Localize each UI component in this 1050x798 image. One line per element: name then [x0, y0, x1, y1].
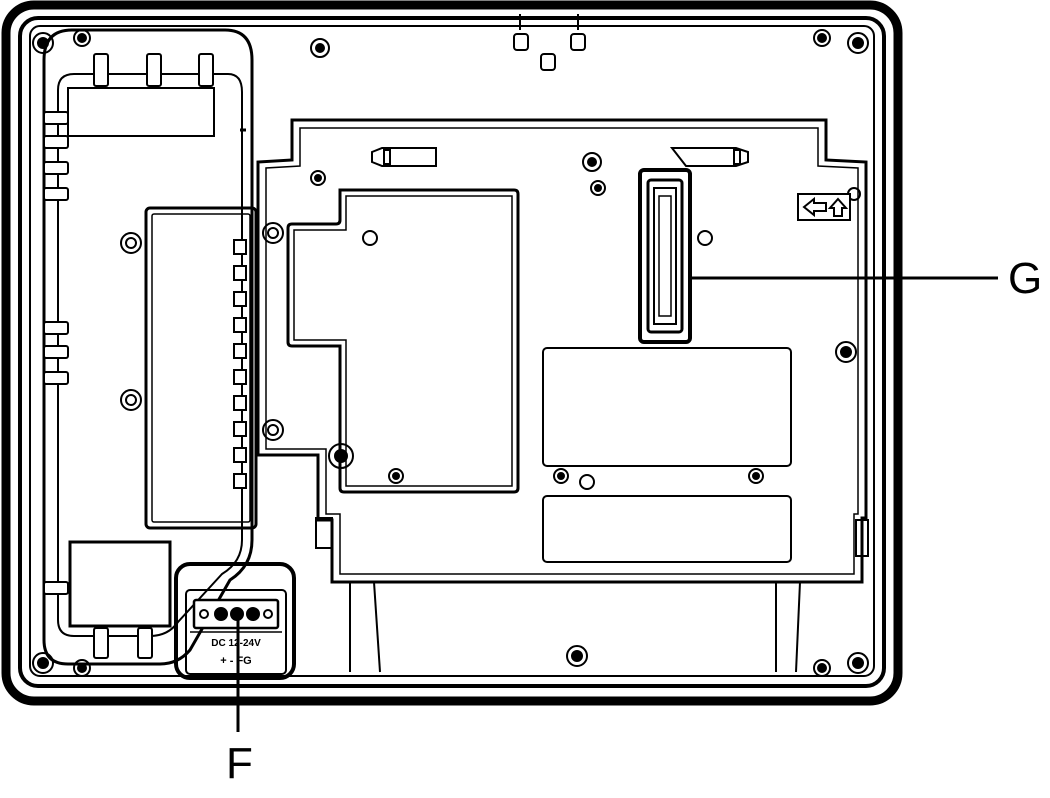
top-clips	[513, 14, 586, 71]
power-terminal-block	[174, 562, 296, 680]
corner-screw-icon	[847, 652, 869, 674]
label-area-upper	[542, 347, 792, 467]
left-side-tabs	[43, 111, 69, 595]
screw-icon	[553, 468, 569, 484]
cover-edge-teeth	[233, 239, 247, 489]
screw-icon	[748, 468, 764, 484]
screw-icon	[310, 170, 326, 186]
interface-connector	[638, 168, 692, 344]
screw-icon	[362, 230, 378, 246]
screw-icon	[388, 468, 404, 484]
corner-screw-icon	[73, 659, 91, 677]
left-top-tabs	[93, 53, 214, 659]
module-tab	[137, 627, 153, 659]
corner-screw-icon	[32, 32, 54, 54]
label-plate-bottom	[68, 540, 172, 628]
cover-latch	[371, 147, 437, 167]
main-rear-cover	[256, 118, 869, 673]
power-voltage-label: DC 12-24V	[211, 638, 261, 649]
stepped-inner-plate	[286, 188, 520, 494]
cover-label-areas	[542, 347, 792, 563]
expansion-cover	[144, 206, 258, 530]
cover-screws	[120, 222, 284, 441]
label-area-lower	[542, 495, 792, 563]
main-cover-inner-rim	[265, 127, 859, 575]
left-compartment-inner	[57, 73, 243, 637]
cover-latches	[371, 147, 749, 167]
label-plate-top	[67, 87, 215, 137]
corner-screw-icon	[813, 659, 831, 677]
main-cover-screws	[310, 38, 861, 667]
screw-icon	[590, 180, 606, 196]
screw-icon	[582, 152, 602, 172]
lower-body-skirt	[349, 581, 801, 673]
module-tab	[93, 53, 109, 87]
housing-outer-frame	[1, 0, 903, 706]
top-clip	[540, 53, 556, 71]
left-module-compartment	[42, 28, 254, 666]
screw-icon	[120, 389, 142, 411]
module-tab	[198, 53, 214, 87]
top-clip	[570, 33, 586, 51]
screw-icon	[697, 230, 713, 246]
housing-inner-frame	[18, 16, 886, 688]
orientation-arrow-icon	[797, 193, 851, 221]
callout-leaders	[236, 276, 998, 732]
corner-screw-icon	[32, 652, 54, 674]
corner-screw-icon	[73, 29, 91, 47]
housing	[1, 0, 903, 706]
screw-icon	[566, 645, 588, 667]
screw-icon	[120, 232, 142, 254]
main-cover-outline	[256, 118, 868, 584]
screw-icon	[579, 474, 595, 490]
screw-icon	[262, 222, 284, 244]
housing-inner-lip	[29, 25, 875, 677]
terminal-pin-icon	[246, 607, 260, 621]
corner-screws	[32, 29, 869, 677]
expansion-cover-plate	[144, 206, 258, 530]
screw-icon	[328, 443, 354, 469]
module-tab	[146, 53, 162, 87]
top-clip	[513, 33, 529, 51]
left-compartment-outline	[42, 28, 254, 666]
screw-icon	[835, 341, 857, 363]
screw-icon	[310, 38, 330, 58]
corner-screw-icon	[847, 32, 869, 54]
screw-icon	[262, 419, 284, 441]
callout-label-g: G	[1008, 254, 1042, 303]
cover-latch	[669, 147, 749, 167]
callout-label-f: F	[226, 739, 253, 788]
module-tab	[93, 627, 109, 659]
power-polarity-label: + - FG	[220, 655, 251, 667]
terminal-pin-icon	[214, 607, 228, 621]
corner-screw-icon	[813, 29, 831, 47]
